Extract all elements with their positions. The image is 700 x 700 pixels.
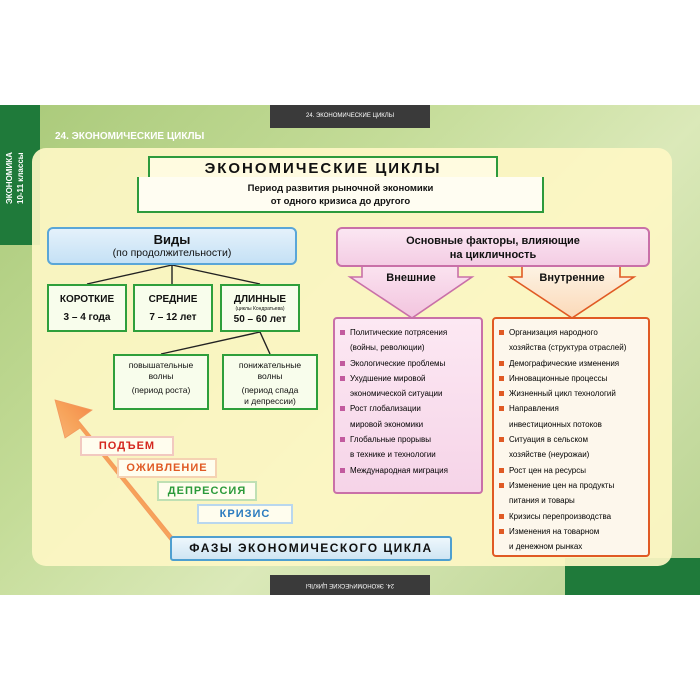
factor-item: экономической ситуации: [350, 389, 443, 399]
wave-up-line-2: волны: [148, 371, 174, 381]
factor-item: Ухудшение мировой: [340, 371, 476, 386]
phase-rise: ПОДЪЕМ: [80, 436, 174, 456]
external-label: Внешние: [386, 272, 436, 284]
external-factors-items: Политические потрясения (войны, революции…: [340, 325, 476, 478]
types-title: Виды: [153, 232, 191, 247]
wave-up-period: (период роста): [131, 385, 191, 395]
factor-item: Кризисы перепроизводства: [499, 509, 643, 524]
factor-item: Экологические проблемы: [340, 356, 476, 371]
factor-item: хозяйстве (неурожаи): [509, 450, 590, 460]
factor-item: хозяйства (структура отраслей): [509, 343, 627, 353]
factor-item: инвестиционных потоков: [509, 419, 602, 429]
factor-item: Направления: [499, 401, 643, 416]
cycle-mid-box: СРЕДНИЕ 7 – 12 лет: [133, 284, 213, 332]
factors-title-2: на цикличность: [449, 249, 537, 261]
factor-item: Изменение цен на продукты: [499, 478, 643, 493]
factor-item: питания и товары: [509, 496, 575, 506]
internal-arrow-shape: [507, 265, 637, 319]
phases-title: ФАЗЫ ЭКОНОМИЧЕСКОГО ЦИКЛА: [170, 536, 452, 561]
factor-item: Политические потрясения: [340, 325, 476, 340]
definition-box: Период развития рыночной экономики от од…: [137, 177, 544, 213]
internal-factors-list: Организация народного хозяйства (структур…: [492, 317, 650, 557]
wave-down-period-1: (период спада: [241, 385, 299, 395]
wave-down-period-2: и депрессии): [244, 396, 296, 406]
phase-arrow-shape: [54, 399, 173, 541]
wave-up-line-1: повышательные: [128, 360, 194, 370]
factor-item: Организация народного: [499, 325, 643, 340]
factor-item: Международная миграция: [340, 463, 476, 478]
factor-item: (войны, революции): [350, 343, 425, 353]
poster-label: 24. ЭКОНОМИЧЕСКИЕ ЦИКЛЫ: [55, 131, 205, 142]
connector-long: [171, 264, 261, 285]
cycle-long-name: ДЛИННЫЕ: [233, 294, 287, 305]
definition-line-1: Период развития рыночной экономики: [247, 183, 434, 194]
cycle-short-name: КОРОТКИЕ: [59, 294, 115, 305]
header-strip: 24. ЭКОНОМИЧЕСКИЕ ЦИКЛЫ: [270, 105, 430, 128]
internal-label: Внутренние: [539, 272, 605, 284]
definition-line-2: от одного кризиса до другого: [270, 196, 411, 207]
phase-revival: ОЖИВЛЕНИЕ: [117, 458, 217, 478]
factor-item: мировой экономики: [350, 419, 424, 429]
factor-item: Рост глобализации: [340, 401, 476, 416]
cycle-long-box: ДЛИННЫЕ (циклы Кондратьева) 50 – 60 лет: [220, 284, 300, 332]
factors-box: Основные факторы, влияющие на цикличност…: [336, 227, 650, 267]
factor-item: Демографические изменения: [499, 356, 643, 371]
types-box: Виды (по продолжительности): [47, 227, 297, 265]
connector-wave-up: [160, 331, 261, 355]
internal-factors-items: Организация народного хозяйства (структур…: [499, 325, 643, 554]
connector-wave-down: [259, 331, 271, 355]
phase-depression: ДЕПРЕССИЯ: [157, 481, 257, 501]
factor-item: и денежном рынках: [509, 542, 583, 552]
phase-crisis: КРИЗИС: [197, 504, 293, 524]
factor-item: Инновационные процессы: [499, 371, 643, 386]
connector-short: [86, 264, 173, 285]
cycle-long-value: 50 – 60 лет: [233, 314, 287, 325]
factor-item: Жизненный цикл технологий: [499, 386, 643, 401]
wave-down-line-2: волны: [257, 371, 283, 381]
factor-item: в технике и технологии: [350, 450, 436, 460]
factor-item: Изменения на товарном: [499, 524, 643, 539]
cycle-long-note: (циклы Кондратьева): [235, 306, 285, 312]
cycle-short-box: КОРОТКИЕ 3 – 4 года: [47, 284, 127, 332]
factor-item: Рост цен на ресурсы: [499, 463, 643, 478]
external-factors-list: Политические потрясения (войны, революции…: [333, 317, 483, 494]
cycle-short-value: 3 – 4 года: [63, 312, 111, 323]
factor-item: Глобальные прорывы: [340, 432, 476, 447]
cycle-mid-name: СРЕДНИЕ: [148, 294, 198, 305]
external-arrow-shape: [347, 265, 475, 319]
types-subtitle: (по продолжительности): [112, 247, 232, 259]
cycle-mid-value: 7 – 12 лет: [149, 312, 197, 323]
factors-title-1: Основные факторы, влияющие: [406, 235, 580, 247]
wave-up-box: повышательные волны (период роста): [113, 354, 209, 410]
factor-item: Ситуация в сельском: [499, 432, 643, 447]
wave-down-line-1: понижательные: [238, 360, 302, 370]
